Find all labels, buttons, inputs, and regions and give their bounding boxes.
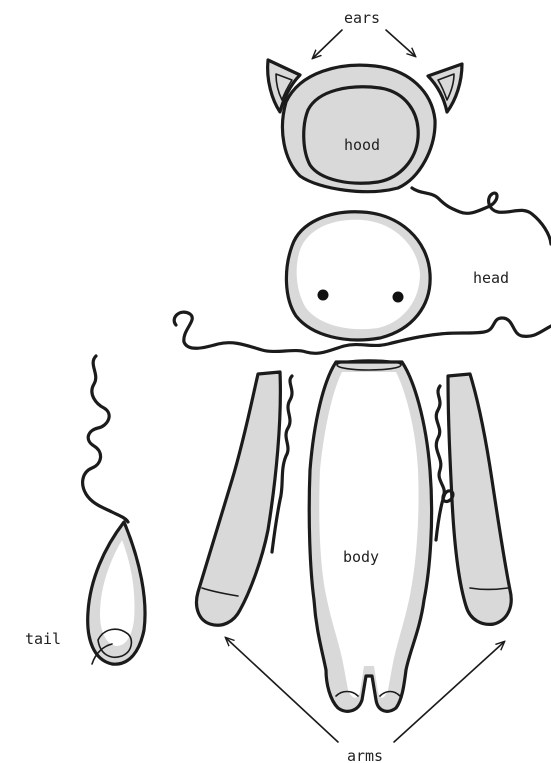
- hood-label: hood: [344, 136, 380, 154]
- body-piece: [309, 360, 431, 711]
- yarn-tail: [83, 356, 128, 522]
- right-eye: [393, 292, 404, 303]
- tail-piece: [83, 356, 145, 664]
- head-label: head: [473, 269, 509, 287]
- arms-label: arms: [347, 747, 383, 763]
- ears-label: ears: [344, 9, 380, 27]
- right-arm-piece: [448, 374, 511, 624]
- hood-piece: [268, 60, 462, 192]
- ears-arrow-right: [386, 30, 415, 56]
- tail-label: tail: [25, 630, 61, 648]
- left-arm-piece: [197, 372, 281, 625]
- ears-arrow-left: [313, 30, 342, 58]
- left-eye: [318, 290, 329, 301]
- body-label: body: [343, 548, 379, 566]
- head-piece: [286, 212, 430, 340]
- yarn-squiggle-top: [412, 188, 551, 244]
